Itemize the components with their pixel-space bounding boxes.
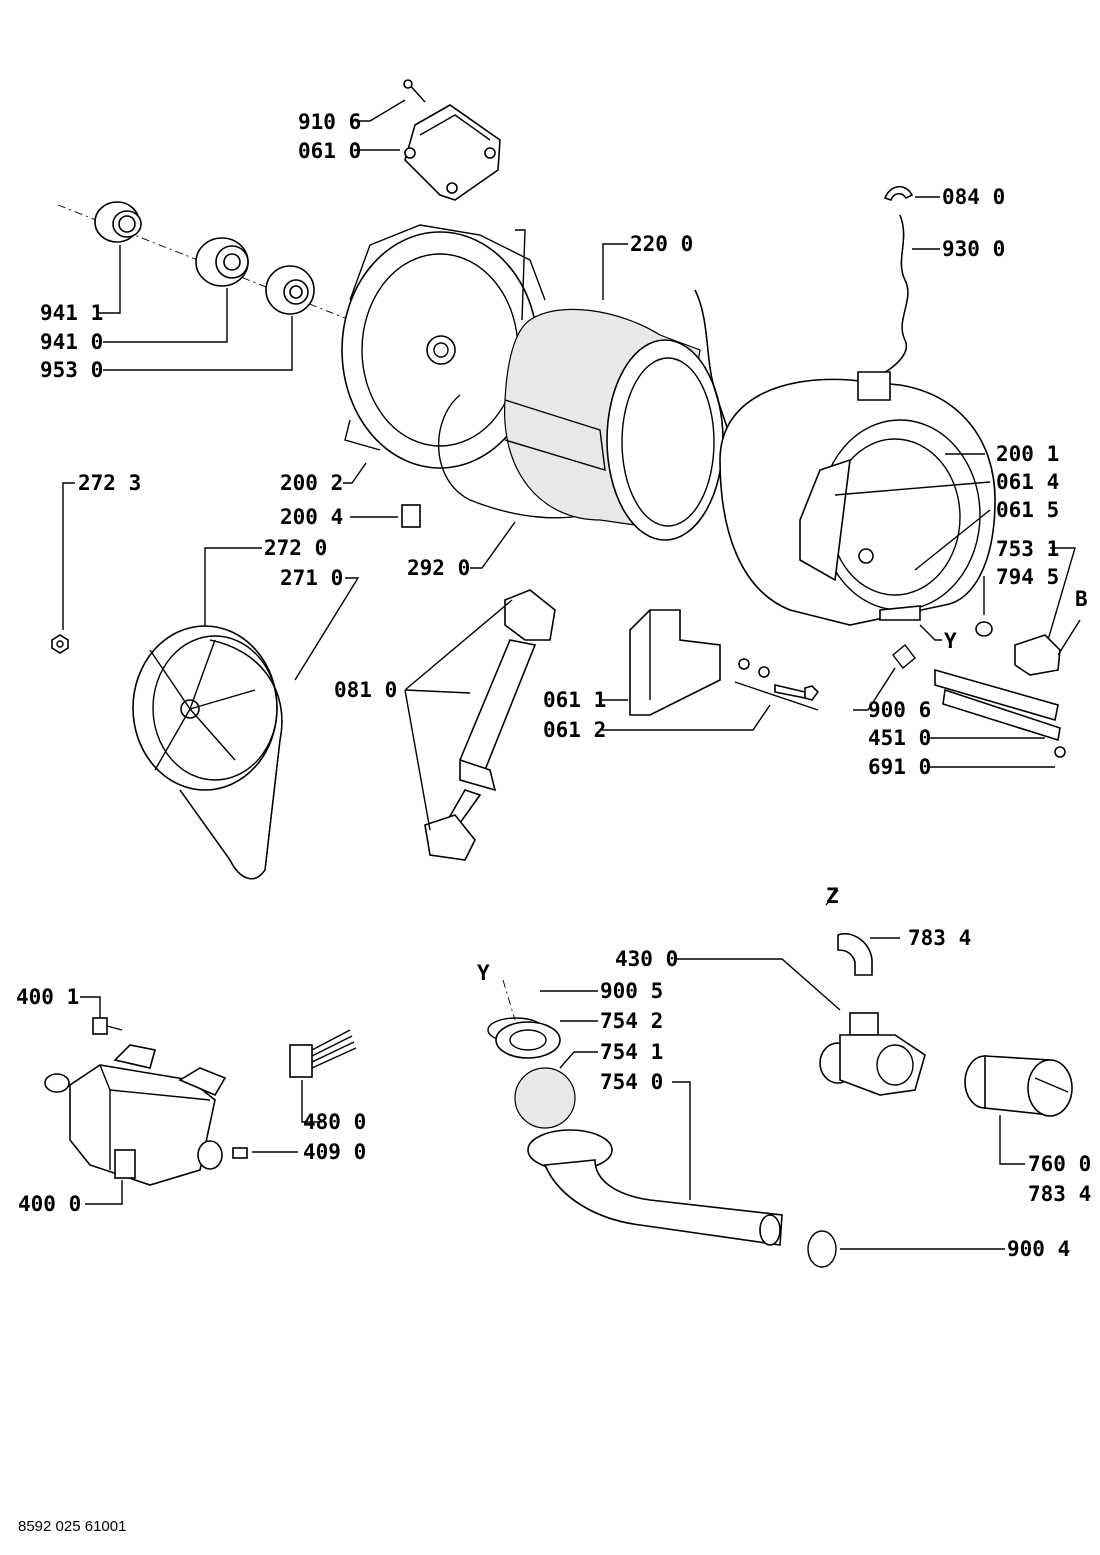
label-292-0: 292 0 xyxy=(407,556,471,580)
drum-part xyxy=(504,308,724,541)
label-754-1: 754 1 xyxy=(600,1040,664,1064)
sump-hose-754-0 xyxy=(527,1129,783,1246)
label-941-0: 941 0 xyxy=(40,330,104,354)
label-409-0: 409 0 xyxy=(303,1140,367,1164)
label-754-0: 754 0 xyxy=(600,1070,664,1094)
bearing-941-1 xyxy=(94,201,142,243)
label-910-6: 910 6 xyxy=(298,110,362,134)
label-400-0: 400 0 xyxy=(18,1192,82,1216)
ball-754-1 xyxy=(514,1067,576,1129)
label-061-0: 061 0 xyxy=(298,139,362,163)
label-271-0: 271 0 xyxy=(280,566,344,590)
label-941-1: 941 1 xyxy=(40,301,104,325)
heater-part xyxy=(934,668,1061,742)
sensor-753-1 xyxy=(1014,619,1081,676)
wiring-connector-480-0 xyxy=(289,1029,357,1078)
pressure-switch-part xyxy=(404,104,501,201)
label-760-0: 760 0 xyxy=(1028,1152,1092,1176)
document-number: 8592 025 61001 xyxy=(18,1518,127,1535)
pulley-part xyxy=(132,625,278,791)
filter-760-0 xyxy=(964,1055,1073,1117)
motor-part xyxy=(44,1044,227,1186)
hook-084-0 xyxy=(883,185,914,202)
label-451-0: 451 0 xyxy=(868,726,932,750)
label-081-0: 081 0 xyxy=(334,678,398,702)
seal-754-2 xyxy=(495,1021,561,1059)
bearing-941-0 xyxy=(195,237,249,287)
seal-953-0 xyxy=(265,265,315,315)
carbon-brush-400-1 xyxy=(92,1017,123,1035)
label-061-4: 061 4 xyxy=(996,470,1060,494)
label-061-1: 061 1 xyxy=(543,688,607,712)
label-400-1: 400 1 xyxy=(16,985,80,1009)
label-061-5: 061 5 xyxy=(996,498,1060,522)
elbow-783-4 xyxy=(837,933,873,976)
shock-absorber-part xyxy=(424,589,556,861)
label-783-4-elbow: 783 4 xyxy=(908,926,972,950)
label-783-4-filter: 783 4 xyxy=(1028,1182,1092,1206)
label-930-0: 930 0 xyxy=(942,237,1006,261)
screw-part xyxy=(403,79,426,103)
label-754-2: 754 2 xyxy=(600,1009,664,1033)
label-272-3: 272 3 xyxy=(78,471,142,495)
label-794-5: 794 5 xyxy=(996,565,1060,589)
belt-part xyxy=(179,639,283,880)
label-953-0: 953 0 xyxy=(40,358,104,382)
label-272-0: 272 0 xyxy=(264,536,328,560)
label-220-0: 220 0 xyxy=(630,232,694,256)
label-084-0: 084 0 xyxy=(942,185,1006,209)
label-200-4: 200 4 xyxy=(280,505,344,529)
label-900-6: 900 6 xyxy=(868,698,932,722)
label-Z: Z xyxy=(826,884,839,908)
label-Y-sump: Y xyxy=(477,961,490,985)
label-Y-top: Y xyxy=(944,629,957,653)
clamp-900-4 xyxy=(807,1230,837,1268)
label-200-1: 200 1 xyxy=(996,442,1060,466)
front-tub-part xyxy=(719,371,996,626)
label-480-0: 480 0 xyxy=(303,1110,367,1134)
bracket-part xyxy=(629,609,820,716)
label-753-1: 753 1 xyxy=(996,537,1060,561)
label-691-0: 691 0 xyxy=(868,755,932,779)
label-900-4: 900 4 xyxy=(1007,1237,1071,1261)
label-B: B xyxy=(1075,587,1088,611)
label-200-2: 200 2 xyxy=(280,471,344,495)
label-900-5: 900 5 xyxy=(600,979,664,1003)
label-061-2: 061 2 xyxy=(543,718,607,742)
pump-430-0 xyxy=(819,1012,926,1096)
label-430-0: 430 0 xyxy=(615,947,679,971)
spring-930-0 xyxy=(879,214,909,376)
